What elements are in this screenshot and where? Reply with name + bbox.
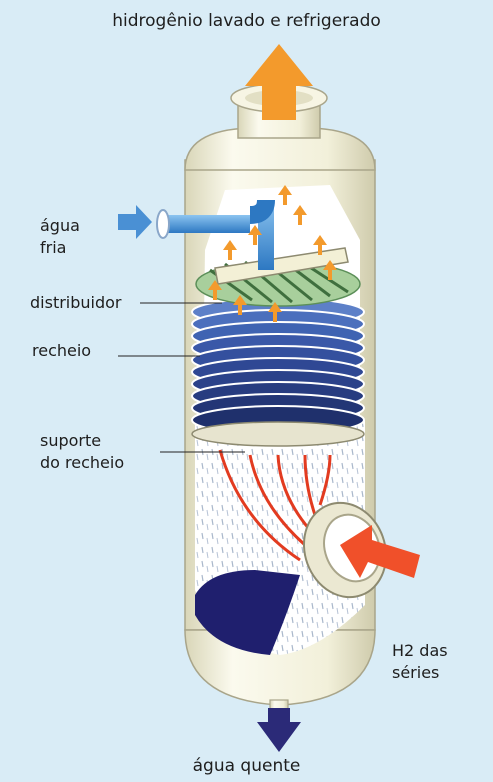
outlet-water-label: água quente [0,755,493,778]
support-label-line1: suporte [40,430,124,452]
support-label-line2: do recheio [40,452,124,474]
packing-support [192,422,364,446]
outlet-gas-label: hidrogênio lavado e refrigerado [0,10,493,33]
right-arrow-icon [118,205,152,239]
water-inlet-label-line2: fria [40,237,80,259]
distributor-label: distribuidor [30,292,122,314]
down-arrow-icon [257,708,301,752]
packing-bed [192,298,364,434]
support-label: suporte do recheio [40,430,124,473]
h2-inlet-label-line1: H2 das [392,640,448,662]
h2-inlet-label-line2: séries [392,662,448,684]
water-inlet-label: água fria [40,215,80,258]
packing-label: recheio [32,340,91,362]
water-inlet-label-line1: água [40,215,80,237]
h2-inlet-label: H2 das séries [392,640,448,683]
